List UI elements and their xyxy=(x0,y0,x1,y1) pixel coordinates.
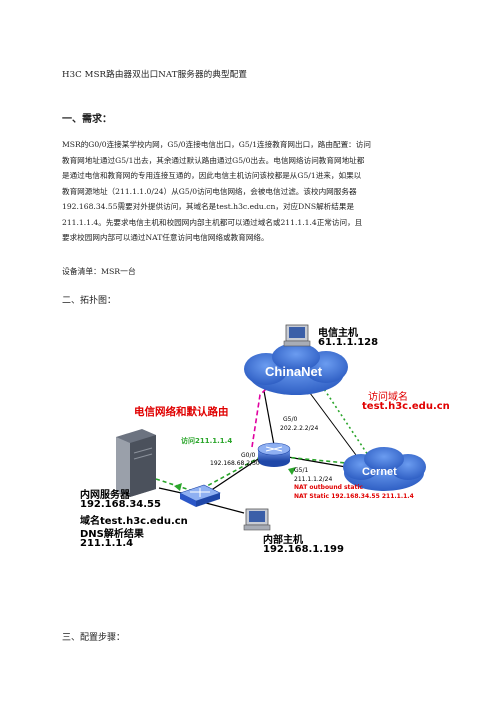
telecom-host-ip: 61.1.1.128 xyxy=(318,337,379,348)
msr-router-icon xyxy=(257,442,291,467)
cernet-label: Cernet xyxy=(362,466,397,478)
msr-label: MSR xyxy=(269,466,287,474)
telecom-host-pc-icon xyxy=(283,324,311,347)
chinanet-cloud xyxy=(244,343,348,395)
path-default-route xyxy=(251,376,279,448)
inner-host-ip: 192.168.1.199 xyxy=(263,544,344,555)
nat-outbound-label: NAT outbound static xyxy=(294,484,363,491)
requirements-paragraph: MSR的G0/0连接某学校内网，G5/0连接电信出口，G5/1连接教育网出口，路… xyxy=(62,137,434,246)
access-domain-value: test.h3c.edu.cn xyxy=(362,401,450,412)
server-title: 内网服务器 xyxy=(80,490,130,501)
link-msr-cernet xyxy=(287,456,347,468)
dns-label: DNS解析结果 xyxy=(80,529,144,540)
g51-label: G5/1 xyxy=(294,467,309,474)
g51-ip: 211.1.1.2/24 xyxy=(294,476,333,483)
equipment-list: 设备清单：MSR一台 xyxy=(62,267,136,276)
link-chinanet-cernet xyxy=(303,384,357,456)
server-tower-icon xyxy=(116,429,156,497)
inner-host-pc-icon xyxy=(243,508,271,531)
req-line: 是通过电信和教育网的专用连接互通的，因此电信主机访问该校都是从G5/1进来，如果… xyxy=(62,171,362,180)
server-domain: 域名test.h3c.edu.cn xyxy=(80,516,188,527)
green-arrow xyxy=(288,467,296,475)
switch-icon xyxy=(179,484,221,507)
req-line: 211.1.1.4。先要求电信主机和校园网内部主机都可以通过域名或211.1.1… xyxy=(62,217,363,227)
g00-label: G0/0 xyxy=(241,452,256,459)
cernet-cloud xyxy=(343,447,426,491)
section-topology-heading: 二、拓扑图： xyxy=(62,296,117,306)
link-switch-host xyxy=(205,502,245,514)
g50-ip: 202.2.2.2/24 xyxy=(280,425,319,432)
inner-host-title: 内部主机 xyxy=(263,535,303,546)
link-msr-chinanet xyxy=(263,390,275,446)
req-line: MSR的G0/0连接某学校内网，G5/0连接电信出口，G5/1连接教育网出口，路… xyxy=(62,140,371,149)
req-line: 192.168.34.55需要对外提供访问，其域名是test.h3c.edu.c… xyxy=(62,202,355,211)
access-ip-label: 访问211.1.1.4 xyxy=(181,437,233,445)
section-config-heading: 三、配置步骤： xyxy=(62,633,126,643)
green-arrow xyxy=(174,483,182,491)
doc-title: H3C MSR路由器双出口NAT服务器的典型配置 xyxy=(62,70,248,80)
nat-static-label: NAT Static 192.168.34.55 211.1.1.4 xyxy=(294,493,414,500)
telecom-route-label: 电信网络和默认路由 xyxy=(134,406,229,418)
link-msr-switch xyxy=(203,456,262,496)
access-domain-label: 访问域名 xyxy=(368,392,408,403)
topology-svg xyxy=(116,324,426,531)
telecom-host-title: 电信主机 xyxy=(318,328,358,339)
section-requirements-heading: 一、需求： xyxy=(62,114,112,125)
req-line: 教育网地址通过G5/1出去，其余通过默认路由通过G5/0出去。电信网络访问教育网… xyxy=(62,155,365,165)
g50-label: G5/0 xyxy=(283,416,298,423)
dns-ip: 211.1.1.4 xyxy=(80,538,134,549)
g00-ip: 192.168.68.2/30 xyxy=(210,460,260,467)
chinanet-label: ChinaNet xyxy=(265,364,323,379)
topology-diagram: ChinaNet Cernet 电信主机 61.1.1.128 访问域名 tes… xyxy=(56,317,456,557)
req-line: 要求校园网内部可以通过NAT任意访问电信网络或教育网络。 xyxy=(62,233,269,242)
req-line: 教育网源地址（211.1.1.0/24）从G5/0访问电信网络，会被电信过滤。该… xyxy=(62,186,357,196)
server-ip: 192.168.34.55 xyxy=(80,499,161,510)
